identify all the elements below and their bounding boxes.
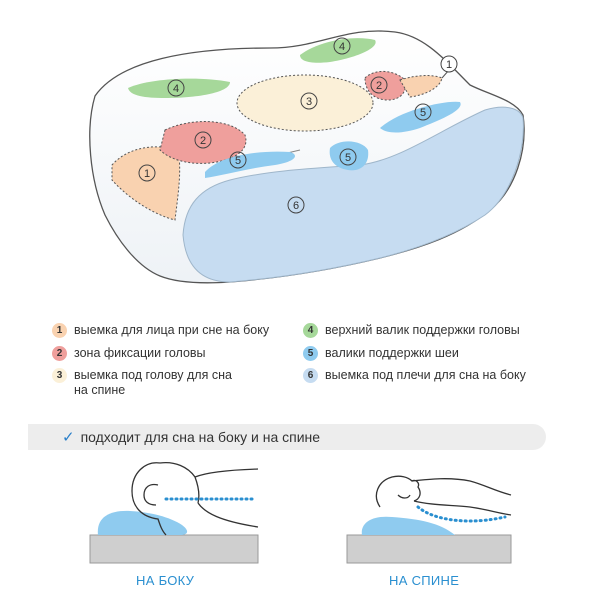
side-mattress	[89, 534, 259, 564]
svg-text:1: 1	[144, 168, 150, 180]
zone-1-right-shape	[399, 75, 443, 98]
legend-text-1: выемка для лица при сне на боку	[74, 323, 270, 337]
sleeping-poses	[89, 461, 512, 564]
legend-badge-3: 3	[52, 368, 67, 383]
marker-4-top: 4	[333, 37, 351, 55]
svg-text:4: 4	[173, 83, 179, 95]
legend-item-6: 6 выемка под плечи для сна на боку	[303, 368, 526, 383]
marker-5-left: 5	[229, 151, 247, 169]
legend-item-4: 4 верхний валик поддержки головы	[303, 323, 520, 338]
marker-2-left: 2	[194, 131, 212, 149]
legend-text-5: валики поддержки шеи	[325, 346, 459, 360]
banner-text: подходит для сна на боку и на спине	[80, 429, 321, 445]
back-pose-label: НА СПИНЕ	[389, 573, 460, 588]
side-pose-label: НА БОКУ	[136, 573, 195, 588]
zone-2-right-shape	[364, 71, 407, 101]
legend-item-2: 2 зона фиксации головы	[52, 346, 206, 361]
zone-5-left-shape	[205, 151, 295, 178]
marker-5-center: 5	[339, 148, 357, 166]
svg-text:3: 3	[306, 96, 312, 108]
side-pillow	[97, 510, 188, 535]
legend-badge-2: 2	[52, 346, 67, 361]
marker-6: 6	[287, 196, 305, 214]
suitability-banner: ✓ подходит для сна на боку и на спине	[28, 424, 546, 450]
side-pose-figure	[89, 461, 259, 564]
zone-5-center-shape	[329, 141, 369, 171]
zone-6-shape	[182, 106, 524, 283]
zone-1-left-shape	[111, 146, 181, 221]
marker-1-right: 1	[440, 55, 458, 73]
zone-2-left-shape	[159, 121, 247, 164]
back-body-outline	[411, 478, 512, 516]
legend-text-3: выемка под голову для сна на спине	[74, 368, 232, 397]
svg-text:5: 5	[420, 107, 426, 119]
check-icon: ✓	[62, 429, 75, 446]
back-pillow	[361, 516, 455, 535]
marker-5-right: 5	[414, 103, 432, 121]
legend-text-6: выемка под плечи для сна на боку	[325, 368, 526, 382]
svg-text:4: 4	[339, 41, 345, 53]
svg-text:2: 2	[376, 80, 382, 92]
zone-5-right-shape	[380, 101, 461, 133]
back-mattress	[346, 534, 512, 564]
legend-text-4: верхний валик поддержки головы	[325, 323, 520, 337]
svg-text:2: 2	[200, 135, 206, 147]
side-head-outline	[131, 462, 167, 536]
svg-text:5: 5	[235, 155, 241, 167]
legend-item-3: 3 выемка под голову для сна на спине	[52, 368, 232, 398]
zone-4-left-shape	[128, 78, 230, 98]
pillow-diagram: 1 2 3 4 4 2 1 5 5 5 6	[89, 30, 525, 284]
legend-item-5: 5 валики поддержки шеи	[303, 346, 459, 361]
zone-3-shape	[236, 74, 374, 132]
legend-text-2: зона фиксации головы	[74, 346, 206, 360]
marker-4-left: 4	[167, 79, 185, 97]
legend-badge-5: 5	[303, 346, 318, 361]
legend-badge-6: 6	[303, 368, 318, 383]
svg-text:5: 5	[345, 152, 351, 164]
legend-item-1: 1 выемка для лица при сне на боку	[52, 323, 269, 338]
marker-1-left: 1	[138, 164, 156, 182]
back-spine-line	[416, 505, 507, 523]
legend-badge-4: 4	[303, 323, 318, 338]
svg-text:6: 6	[293, 200, 299, 212]
svg-text:1: 1	[446, 59, 452, 71]
zone-4-top-shape	[300, 38, 376, 63]
back-pose-figure	[346, 475, 512, 564]
side-body-outline	[159, 461, 259, 528]
legend-badge-1: 1	[52, 323, 67, 338]
marker-3: 3	[300, 92, 318, 110]
marker-2-right: 2	[370, 76, 388, 94]
